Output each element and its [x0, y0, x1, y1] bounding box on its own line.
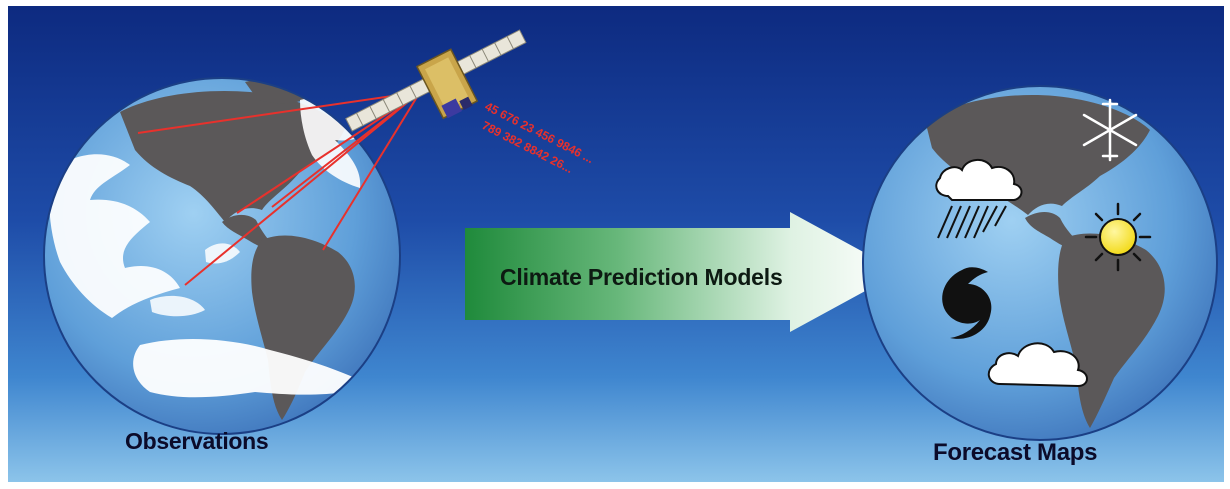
sun-icon	[1084, 202, 1152, 272]
climate-models-label: Climate Prediction Models	[500, 264, 783, 290]
observations-label: Observations	[125, 428, 269, 454]
observation-globe	[43, 77, 401, 435]
model-arrow	[465, 212, 900, 332]
cloud-icon	[987, 342, 1088, 388]
rain-cloud-icon	[935, 159, 1023, 239]
forecast-globe	[862, 85, 1218, 441]
satellite-icon	[345, 29, 527, 132]
observation-beams	[137, 91, 421, 286]
forecast-maps-label: Forecast Maps	[933, 439, 1098, 466]
snowflake-icon	[1082, 98, 1138, 162]
hurricane-icon	[942, 267, 992, 339]
